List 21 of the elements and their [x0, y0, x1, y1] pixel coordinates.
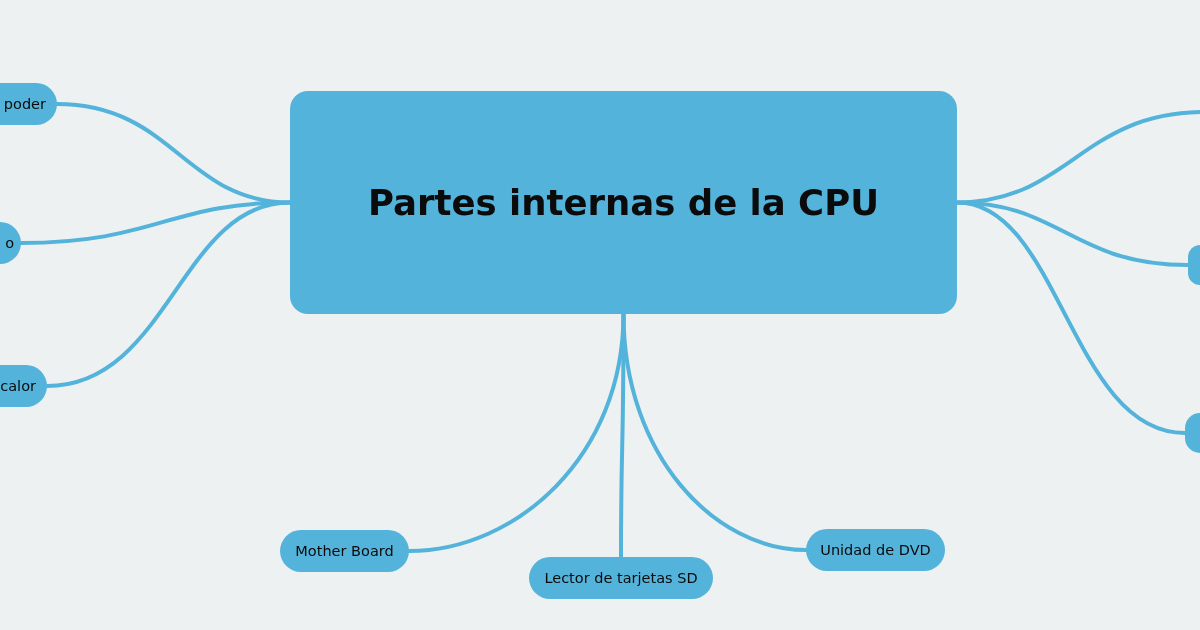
topic-pill [1188, 245, 1200, 285]
topic-label: poder [3, 96, 46, 112]
topic-pill [806, 529, 945, 571]
topic-label: Mother Board [295, 543, 394, 559]
topic-pill [529, 557, 713, 599]
connector-line [621, 312, 808, 552]
topic-pill [0, 365, 47, 407]
connector-line [619, 312, 626, 559]
connector-line [955, 200, 1187, 435]
topic-pill [280, 530, 409, 572]
topic-label: calor [0, 378, 36, 394]
connector-line [45, 200, 292, 388]
central-topic-box [290, 91, 957, 314]
topic-label: Unidad de DVD [820, 542, 931, 558]
central-topic-title: Partes internas de la CPU [368, 182, 879, 223]
topic-pill [1185, 413, 1200, 453]
topic-label: o [5, 235, 14, 251]
connector-line [955, 110, 1200, 205]
topic-pill [0, 83, 57, 125]
topic-label: Lector de tarjetas SD [544, 570, 698, 586]
topic-pill [0, 222, 21, 264]
